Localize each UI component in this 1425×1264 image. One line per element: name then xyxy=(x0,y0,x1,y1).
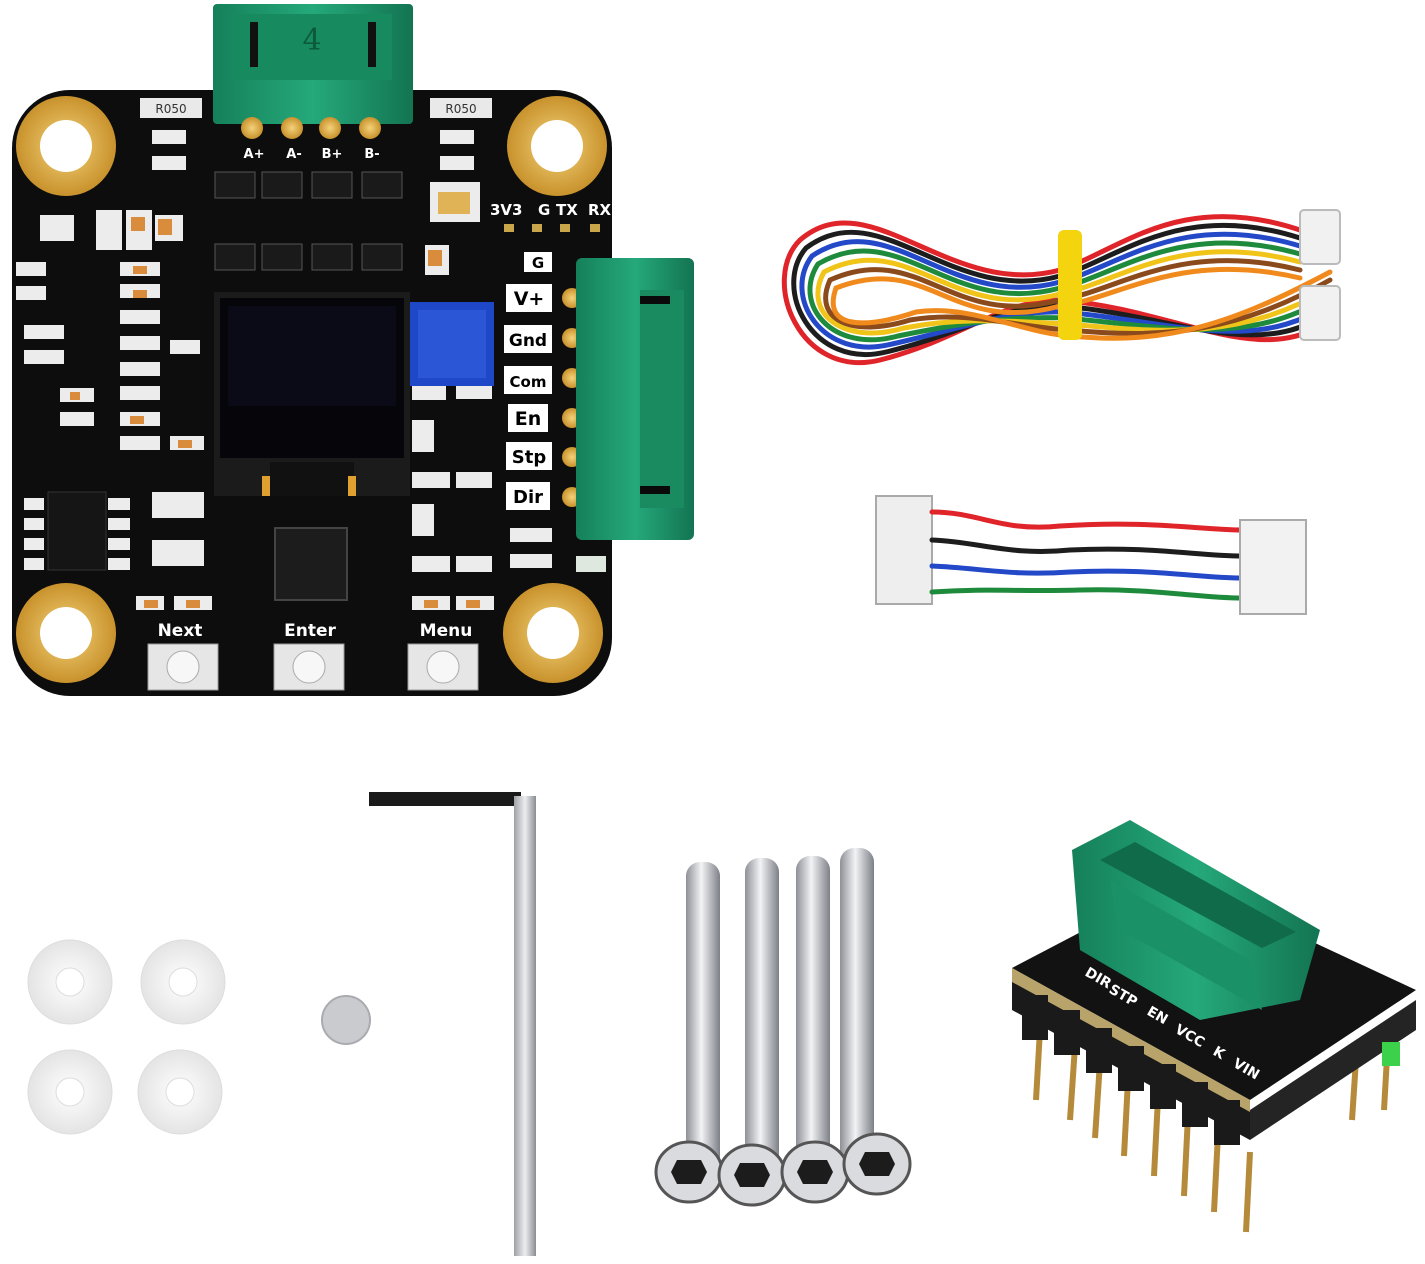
pin-label-b-plus: B+ xyxy=(322,147,343,162)
button-label-enter: Enter xyxy=(284,621,336,641)
button-menu: Menu xyxy=(407,621,479,691)
long-cable-bundle xyxy=(781,209,1341,365)
short-cable xyxy=(875,495,1307,615)
pin-label-b-minus: B- xyxy=(364,147,379,162)
driver-board: 4 A+ A- B+ B- R050 xyxy=(12,4,694,696)
microcontroller xyxy=(274,527,348,601)
button-label-menu: Menu xyxy=(420,621,473,641)
motor-connector: 4 xyxy=(213,4,413,124)
pin-label-a-plus: A+ xyxy=(244,147,265,162)
status-led xyxy=(576,556,606,572)
mounting-hole-bottom-right xyxy=(503,583,603,683)
mosfet-array xyxy=(214,171,403,271)
pin-label-com: Com xyxy=(510,373,547,391)
screws xyxy=(654,848,912,1207)
control-connector xyxy=(576,258,694,540)
resistor-marking-right: R050 xyxy=(445,102,476,116)
motor-pads xyxy=(241,117,381,139)
pin-label-gnd: Gnd xyxy=(509,331,547,351)
pin-label-stp: Stp xyxy=(512,447,547,468)
pin-label-dir: Dir xyxy=(513,487,543,508)
magnet xyxy=(321,995,371,1045)
uart-label-g: G xyxy=(538,201,550,219)
adapter-board: DIR STP EN VCC K VIN xyxy=(1012,820,1416,1233)
mounting-hole-top-right xyxy=(507,96,607,196)
capacitors xyxy=(70,192,480,608)
motor-connector-number: 4 xyxy=(302,23,321,58)
uart-label-tx: TX xyxy=(556,201,578,219)
button-next: Next xyxy=(147,621,219,691)
mounting-hole-bottom-left xyxy=(16,583,116,683)
hex-key xyxy=(369,792,536,1256)
uart-label-rx: RX xyxy=(588,201,612,219)
button-label-next: Next xyxy=(158,621,203,641)
resistor-marking-left: R050 xyxy=(155,102,186,116)
button-enter: Enter xyxy=(273,621,345,691)
side-pin-labels: V+ Gnd Com En Stp Dir xyxy=(504,284,552,510)
uart-pads xyxy=(504,224,600,232)
oled-display xyxy=(214,292,410,496)
pin-label-a-minus: A- xyxy=(286,147,301,162)
ground-label: G xyxy=(532,254,544,272)
driver-ic xyxy=(47,491,107,571)
pin-label-en: En xyxy=(515,408,542,430)
washers xyxy=(27,939,226,1135)
pin-label-vplus: V+ xyxy=(514,288,545,310)
mounting-hole-top-left xyxy=(16,96,116,196)
uart-label-3v3: 3V3 xyxy=(490,201,522,219)
